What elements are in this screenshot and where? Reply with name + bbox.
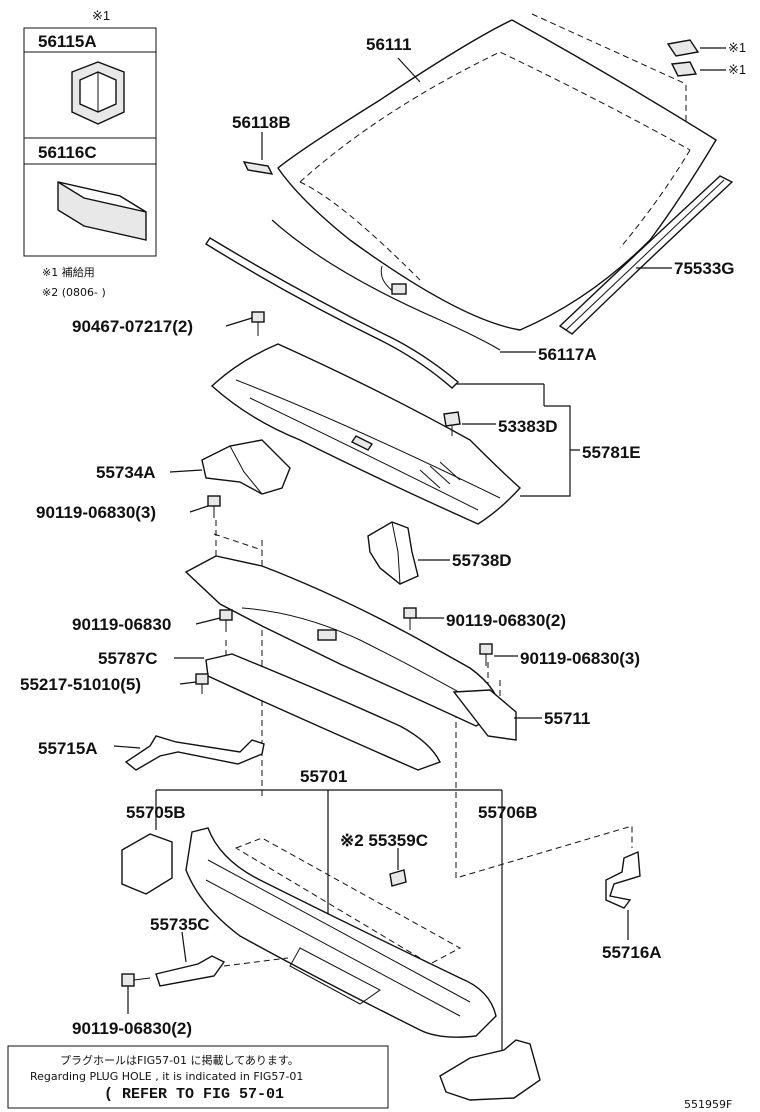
label-clip: 53383D [498,417,558,436]
plug-icon [389,869,407,887]
bolt-top-icon [251,311,265,336]
footer-line-jp: プラグホールはFIG57-01 に掲載してあります。 [60,1053,299,1067]
label-nut: 55217-51010(5) [20,675,141,694]
right-clip-icons [666,39,700,77]
note-supply: ※1 補給用 [42,265,95,279]
cowl-panel-55787c [184,555,501,727]
screw-c-icon [403,607,417,630]
inset-part-a-label: 56115A [38,32,97,51]
bracket-55738d [367,521,419,585]
inset-part-b-label: 56116C [38,143,97,162]
label-plug: ※2 55359C [340,831,428,850]
note-date: ※2 (0806- ) [42,286,106,299]
inset-box: ※1 56115A 56116C [23,8,157,257]
label-side-left: 55705B [126,803,186,822]
pad-56116c-icon [57,181,147,241]
clip-53383d-icon [443,411,461,436]
label-side-moulding: 75533G [674,259,735,278]
label-clip-right-2: ※1 [728,62,746,77]
brace-55735c [155,955,226,987]
brace-55715a [124,735,265,771]
label-cowl-louver: 55711 [544,709,590,728]
bracket-55734a [201,439,291,495]
label-cowl-panel: 55787C [98,649,158,668]
label-windshield: 56111 [366,35,411,54]
label-side-right: 55706B [478,803,538,822]
side-panel-55706b [439,1039,541,1101]
cowl-top-ventilator [210,343,521,525]
label-dash-panel: 55701 [300,767,347,786]
label-bracket-right: 55738D [452,551,512,570]
label-bracket-lower-right: 55716A [602,943,662,962]
label-screw-b: 90119-06830 [72,615,171,634]
label-spacer: 56118B [232,113,291,132]
footer-refer: ( REFER TO FIG 57-01 [104,1086,284,1103]
bracket-55716a [605,850,641,909]
screw-a-icon [207,495,221,518]
screw-d-icon [479,643,493,666]
cowl-louver-55711 [205,653,517,771]
windshield-glass [277,19,717,331]
label-bolt-top: 90467-07217(2) [72,317,193,336]
spacer-icon [242,161,274,175]
label-weatherstrip: 56117A [538,345,597,364]
label-cowl-top: 55781E [582,443,641,462]
screw-b-icon [219,609,233,632]
label-screw-e: 90119-06830(2) [72,1019,192,1038]
figure-code: 551959F [684,1098,732,1111]
label-screw-a: 90119-06830(3) [36,503,156,522]
side-moulding [558,175,734,335]
clip-56115a-icon [71,61,125,125]
footer-line-en: Regarding PLUG HOLE , it is indicated in… [30,1070,303,1083]
inset-mark: ※1 [92,8,110,23]
label-brace-lower: 55735C [150,915,210,934]
label-screw-c: 90119-06830(2) [446,611,566,630]
label-clip-right-1: ※1 [728,40,746,55]
label-bracket-left: 55734A [96,463,156,482]
dash-panel-55701 [185,827,497,1038]
label-brace-left: 55715A [38,739,98,758]
label-screw-d: 90119-06830(3) [520,649,640,668]
footer-note-box: プラグホールはFIG57-01 に掲載してあります。 Regarding PLU… [7,1045,389,1109]
weatherstrip-left [205,237,460,389]
side-panel-55705b [121,833,173,895]
screw-e-icon [121,973,151,987]
nut-icon [195,673,209,694]
